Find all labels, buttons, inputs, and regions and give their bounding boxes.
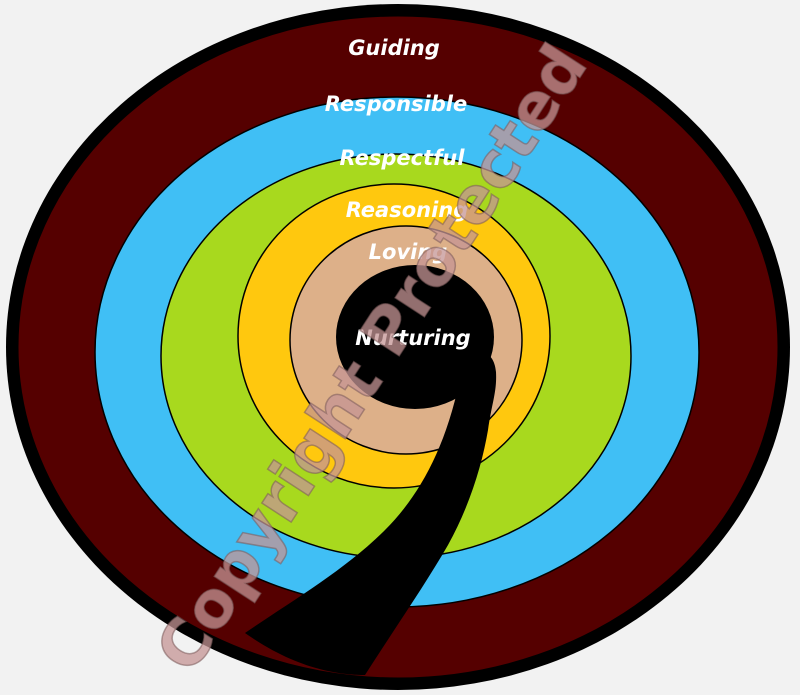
label-nurturing: Nurturing [355, 326, 470, 350]
label-loving: Loving [369, 240, 448, 264]
label-respectful: Respectful [340, 146, 466, 170]
label-responsible: Responsible [325, 92, 467, 116]
center-nurturing [336, 265, 494, 409]
label-guiding: Guiding [348, 36, 440, 60]
spiral-tail [245, 352, 497, 675]
label-reasoning: Reasoning [346, 198, 469, 222]
